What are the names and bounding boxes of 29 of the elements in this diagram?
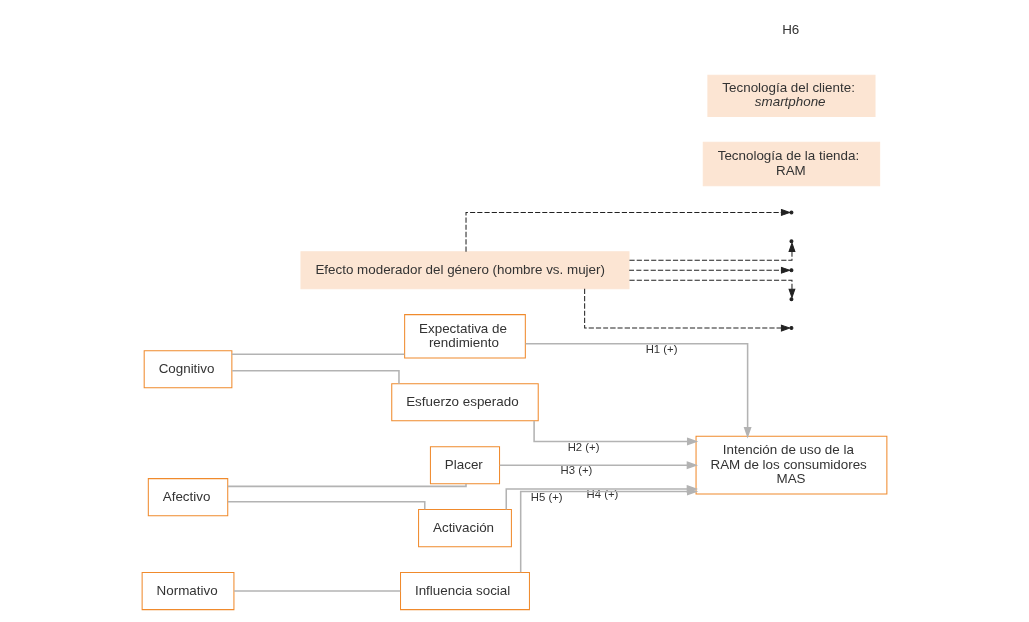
arrow (584, 288, 792, 332)
connector (231, 353, 406, 356)
node-box: Influencia social (400, 571, 530, 611)
node-box: Esfuerzo esperado (391, 383, 539, 422)
edge-label: H3 (+) (560, 464, 593, 477)
arrow (519, 487, 699, 574)
connector (227, 501, 426, 511)
arrow (498, 461, 699, 470)
arrow (524, 342, 752, 439)
node-box: Afectivo (147, 478, 229, 517)
node-box: Normativo (141, 571, 235, 611)
edge-label: H1 (+) (645, 342, 678, 355)
arrow (628, 279, 796, 299)
node-box: Placer (429, 446, 501, 485)
arrow (628, 241, 796, 261)
label: H6 (782, 22, 800, 38)
connector (227, 483, 467, 488)
edge-label: H2 (+) (567, 440, 600, 453)
arrow (533, 420, 699, 446)
node-box: Tecnología del cliente: smartphone (707, 74, 876, 118)
node-box: Activación (418, 509, 512, 548)
edge-label: H5 (+) (530, 490, 563, 503)
node-box: Cognitivo (143, 350, 233, 389)
node-box: Tecnología de la tienda: RAM (702, 141, 881, 187)
node-box: Expectativa de rendimiento (404, 314, 526, 359)
node-box: Efecto moderador del género (hombre vs. mujer) (300, 251, 630, 290)
node-box: Intención de uso de la RAM de los consumidores MAS (695, 435, 888, 495)
arrow (628, 266, 792, 274)
connector (233, 590, 402, 592)
